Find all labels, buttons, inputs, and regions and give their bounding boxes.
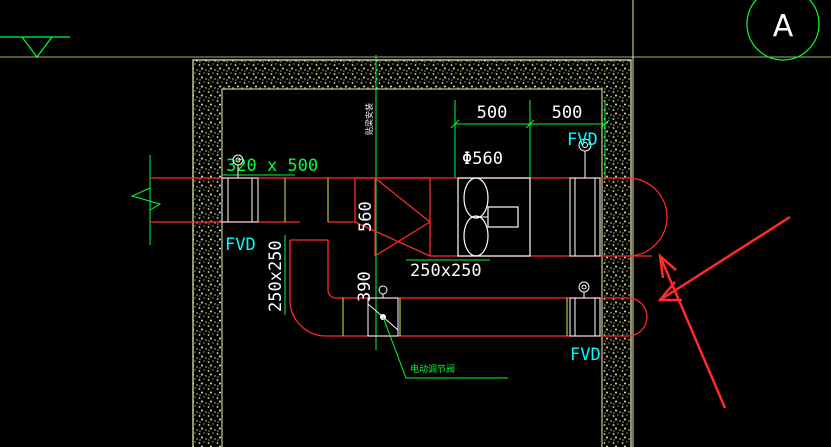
dim-560: 560	[356, 201, 376, 232]
dim-250x250-mid: 250x250	[410, 261, 482, 281]
break-line-icon	[130, 155, 162, 245]
fire-damper-icon[interactable]	[569, 281, 601, 337]
fire-damper-icon[interactable]	[569, 138, 601, 257]
wall-section	[192, 59, 632, 447]
fvd-bottom-right-label: FVD	[570, 345, 601, 365]
svg-text:320 x 500: 320 x 500	[226, 156, 318, 176]
level-triangle-icon	[0, 36, 70, 58]
svg-text:电动调节阀: 电动调节阀	[410, 363, 455, 375]
note-vertical: 贴梁安装	[364, 103, 374, 135]
fire-damper-icon[interactable]	[221, 154, 259, 223]
axis-marker-label: A	[773, 9, 794, 44]
dim-250x250-mid-group: 250x250	[406, 259, 490, 281]
fvd-left-label: FVD	[225, 235, 256, 255]
valve-callout: 电动调节阀	[382, 316, 508, 379]
red-arrow-icon	[657, 215, 791, 409]
fan-diameter-label: Φ560	[462, 149, 503, 169]
dimension-top: 500 500	[450, 100, 610, 178]
axial-fan-icon[interactable]	[457, 177, 531, 257]
dim-500-left: 500	[477, 103, 508, 123]
grid-axis-bubble-icon[interactable]: A	[746, 0, 820, 61]
fvd-top-right-label: FVD	[567, 130, 598, 150]
dim-390: 390	[355, 271, 375, 302]
dim-250x250-left-group: 250x250	[266, 235, 286, 315]
dim-250x250-left: 250x250	[266, 240, 286, 312]
duct-size-label: 320 x 500	[222, 156, 318, 176]
dim-500-right: 500	[552, 103, 583, 123]
